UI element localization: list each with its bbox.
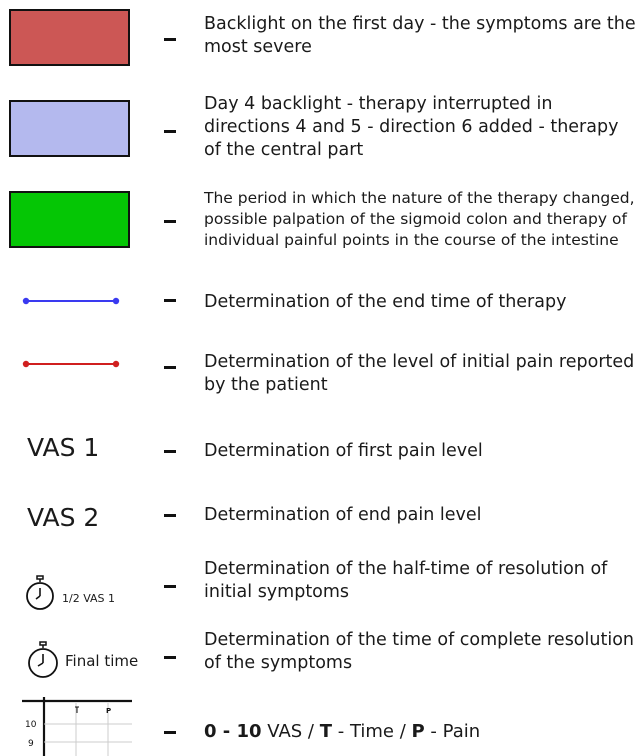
red-swatch [9,9,130,66]
dash [164,38,176,41]
pain-text: - Pain [424,721,481,742]
axis-p-marker: P [106,707,111,715]
dash [164,299,176,302]
final-time-label: Final time [65,652,139,670]
red-line-description: Determination of the level of initial pa… [204,352,635,395]
scale-text: VAS / [261,721,320,742]
lavender-swatch [9,100,130,157]
axis-tick-10: 10 [25,720,37,730]
axes-description: 0 - 10 VAS / T - Time / P - Pain [204,720,640,743]
vas2-description: Determination of end pain level [204,505,482,525]
scale-key: 0 - 10 [204,721,262,742]
dash [164,731,176,734]
final-time-description: Determination of the time of complete re… [204,630,634,673]
blue-line-symbol [22,297,120,305]
axis-tick-9: 9 [28,739,34,749]
red-line-symbol [22,360,120,368]
vas1-symbol: VAS 1 [27,433,100,462]
dash [164,585,176,588]
time-text: - Time / [332,721,412,742]
half-time-label: 1/2 VAS 1 [62,592,116,605]
time-key: T [319,721,332,742]
dash [164,130,176,133]
vas1-description: Determination of first pain level [204,441,483,461]
dash [164,366,176,369]
pain-key: P [411,721,425,742]
dash [164,450,176,453]
half-time-description: Determination of the half-time of resolu… [204,559,608,602]
green-swatch [9,191,130,248]
dash [164,514,176,517]
green-swatch-description: The period in which the nature of the th… [204,189,635,249]
stopwatch-icon [26,575,54,610]
red-swatch-description: Backlight on the first day - the symptom… [204,14,636,57]
blue-line-description: Determination of the end time of therapy [204,292,567,312]
dash [164,220,176,223]
dash [164,656,176,659]
axes-symbol: 10 9 P [22,697,132,756]
stopwatch-icon [28,641,58,678]
vas2-symbol: VAS 2 [27,503,100,532]
lavender-swatch-description: Day 4 backlight - therapy interrupted in… [204,94,619,160]
